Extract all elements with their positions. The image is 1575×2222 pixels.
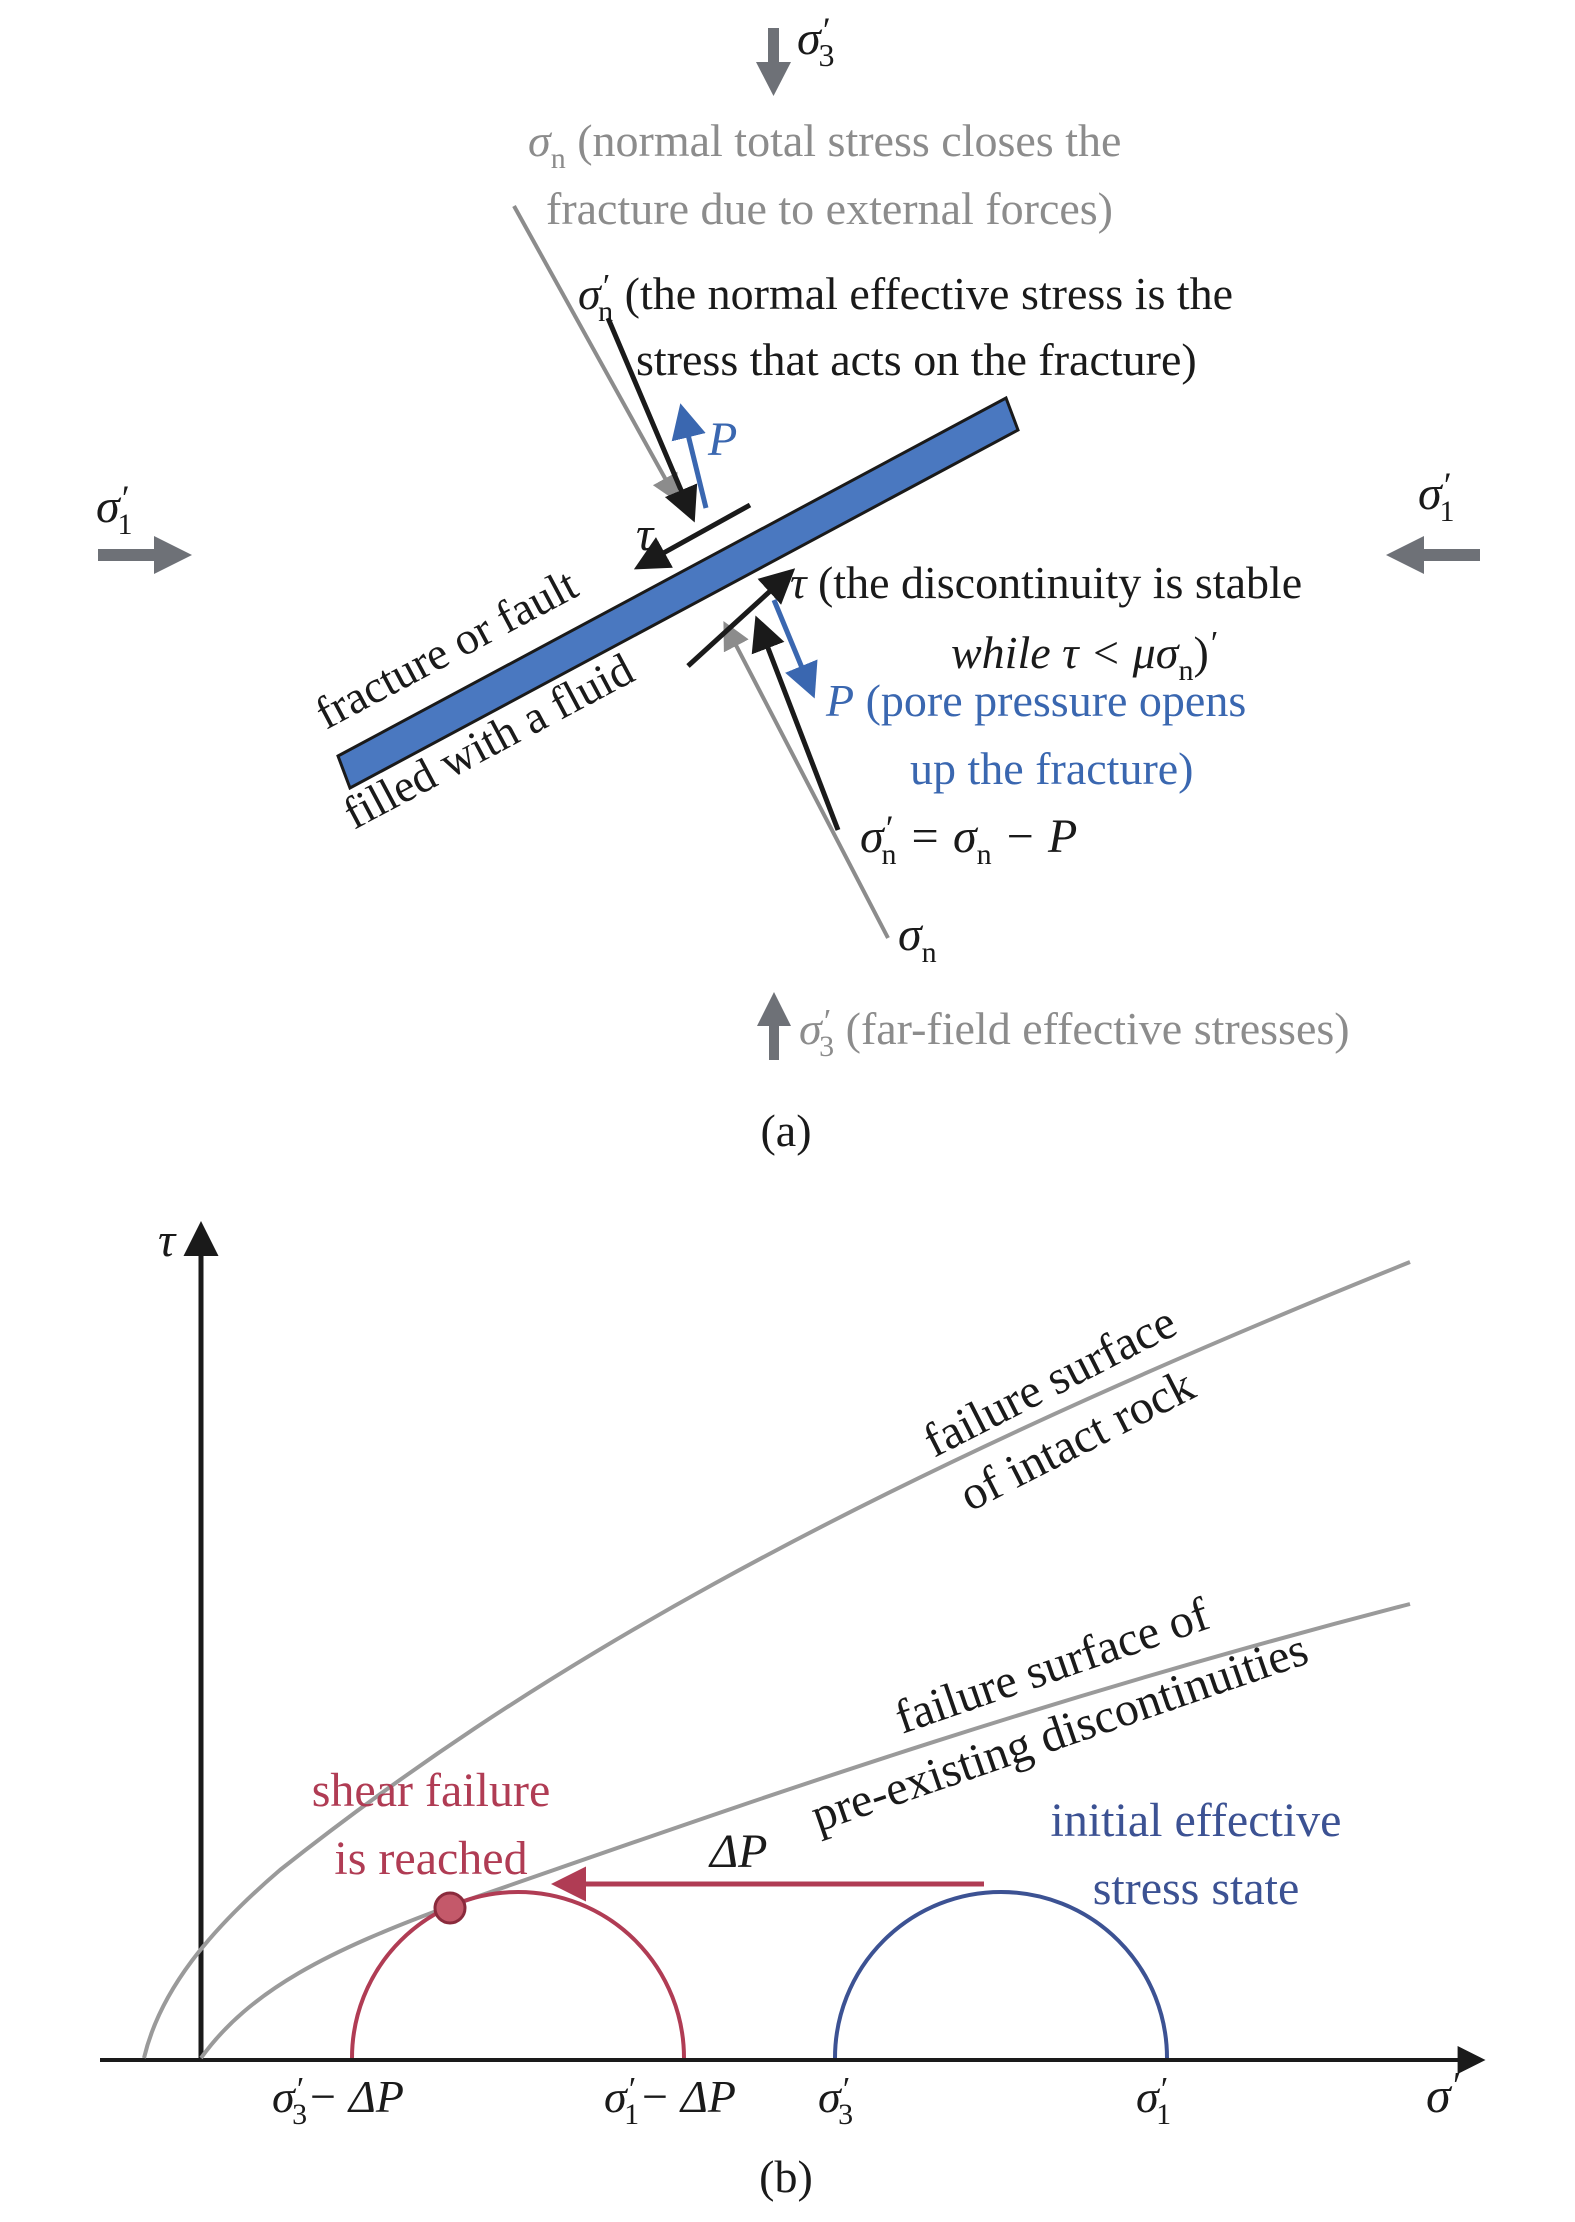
sigma1-left-arrow [98, 536, 192, 574]
tick-sigma1-minus-dp: σ′1− ΔP [604, 2071, 736, 2131]
p-top-label: P [707, 413, 737, 466]
shear-failure-point [433, 1891, 467, 1925]
sigma-n-eff-top-arrow [605, 317, 698, 523]
tau-right-arrow [686, 568, 796, 668]
tau-right-label-line2: while τ < μσn)′ [951, 625, 1217, 687]
intact-rock-failure-curve [142, 1260, 1411, 2059]
sigma-n-eff-label-line2: stress that acts on the fracture) [636, 334, 1197, 385]
tick-sigma3-minus-dp: σ′3− ΔP [272, 2071, 404, 2131]
p-right-label-line2: up the fracture) [910, 743, 1194, 794]
y-axis-label: τ [158, 1214, 177, 1267]
shear-failure-label-line1: shear failure [312, 1764, 551, 1817]
sigma-n-total-label: σn (normal total stress closes the [528, 115, 1121, 175]
initial-mohr-circle [833, 1890, 1169, 2059]
sigma3-top-arrow [756, 28, 791, 96]
sigma1-left-label: σ′1 [96, 478, 133, 541]
p-bottom-arrow [771, 599, 818, 699]
discontinuity-failure-curve [199, 1602, 1411, 2060]
shifted-mohr-circle [350, 1890, 686, 2059]
sigma-n-eff-bottom-arrow [751, 615, 841, 831]
fracture-body [336, 395, 1020, 791]
initial-state-label-line1: initial effective [1051, 1794, 1342, 1847]
p-right-label: P (pore pressure opens [825, 675, 1246, 726]
effective-stress-equation: σ′n = σn − P [860, 808, 1077, 871]
sigma-n-top-arrow [512, 205, 679, 503]
sigma1-right-label: σ′1 [1418, 465, 1455, 528]
sigma-n-bottom-arrow [723, 621, 890, 939]
tick-sigma3: σ′3 [818, 2071, 853, 2131]
sigma-n-bottom-label: σn [898, 908, 937, 969]
caption-a: (a) [760, 1105, 811, 1156]
sigma-n-eff-label: σ′n (the normal effective stress is the [578, 268, 1233, 328]
initial-state-label-line2: stress state [1093, 1862, 1300, 1915]
sigma3-bottom-arrow [757, 992, 791, 1060]
sigma1-right-arrow [1386, 536, 1480, 574]
tau-right-label: τ (the discontinuity is stable [790, 557, 1302, 608]
tau-left-arrow [633, 502, 752, 570]
sigma3-top-label: σ′3 [797, 10, 835, 73]
shear-failure-label-line2: is reached [334, 1832, 527, 1885]
x-axis-label: σ′ [1426, 2065, 1460, 2123]
tau-left-label: τ [636, 508, 655, 561]
sigma-n-total-label-line2: fracture due to external forces) [546, 183, 1113, 234]
caption-b: (b) [759, 2151, 813, 2202]
delta-p-label: ΔP [708, 1825, 768, 1878]
p-top-arrow [671, 403, 709, 509]
panel-b: τ σ′ ΔP failure surface of intact rock f… [100, 1214, 1486, 2202]
sigma3-bottom-label: σ′3 (far-field effective stresses) [799, 1003, 1350, 1063]
panel-a: σ′3 σn (normal total stress closes the f… [96, 10, 1480, 1156]
tick-sigma1: σ′1 [1136, 2071, 1171, 2131]
